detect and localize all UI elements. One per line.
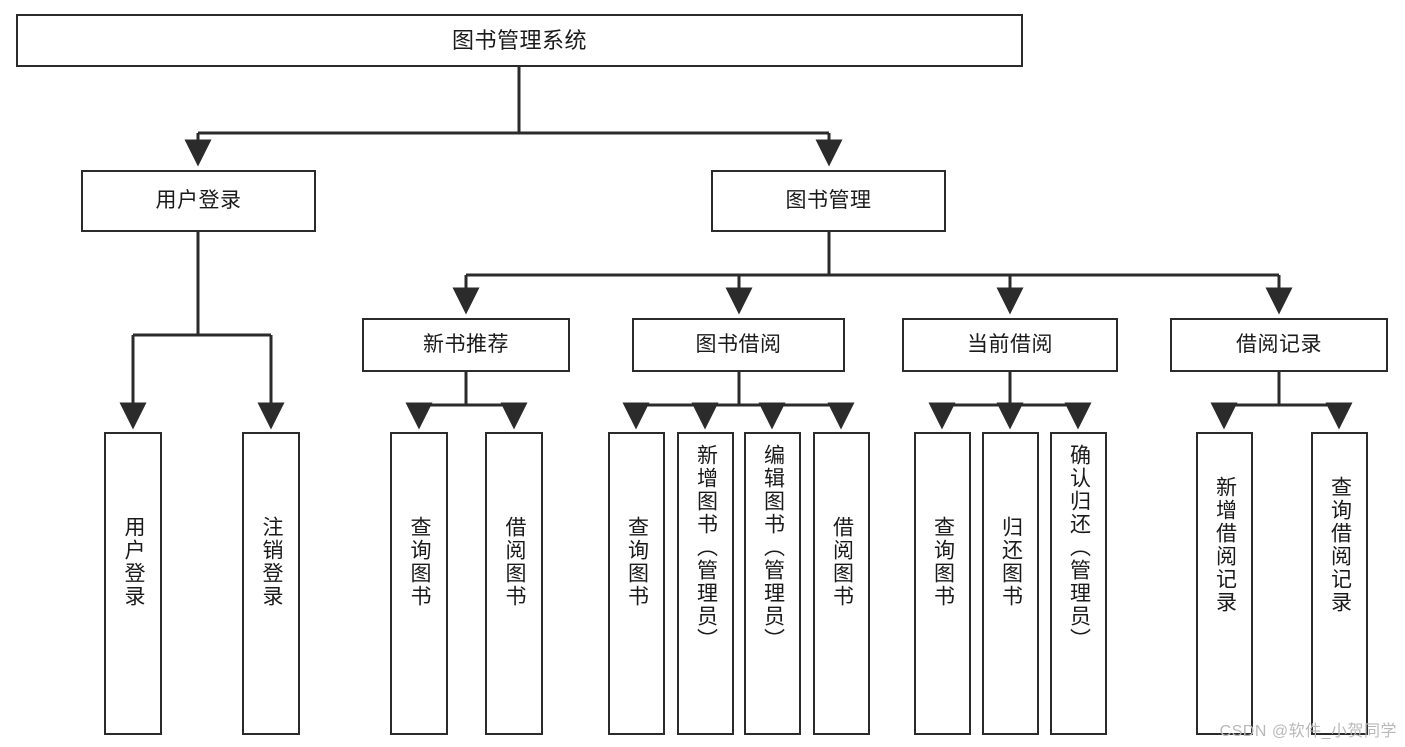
node-label: 查询图书 (625, 516, 649, 608)
leaf-query-borrow-record[interactable]: 查询借阅记录 (1311, 432, 1368, 735)
node-user-login[interactable]: 用户登录 (81, 170, 316, 232)
leaf-user-logout[interactable]: 注销登录 (242, 432, 300, 735)
node-label: 查询图书 (408, 516, 432, 608)
node-new-book-recommend[interactable]: 新书推荐 (362, 318, 570, 372)
node-label: 借阅图书 (830, 516, 854, 608)
node-label: 借阅记录 (1236, 332, 1322, 356)
node-label: 图书管理系统 (451, 27, 587, 53)
csdn-watermark: CSDN @软件_小贺同学 (1219, 723, 1397, 740)
node-label: 新书推荐 (423, 332, 509, 356)
leaf-return-book[interactable]: 归还图书 (982, 432, 1039, 735)
node-borrow-record[interactable]: 借阅记录 (1170, 318, 1388, 372)
node-label: 确认归还（管理员） (1067, 444, 1091, 651)
node-label: 注销登录 (260, 516, 284, 608)
node-label: 用户登录 (122, 516, 146, 608)
node-label: 编辑图书（管理员） (761, 444, 785, 651)
leaf-borrow-book-recommend[interactable]: 借阅图书 (485, 432, 543, 735)
node-label: 查询图书 (931, 516, 955, 608)
leaf-query-book-recommend[interactable]: 查询图书 (390, 432, 448, 735)
leaf-add-borrow-record[interactable]: 新增借阅记录 (1196, 432, 1253, 735)
node-root-system[interactable]: 图书管理系统 (16, 14, 1023, 67)
leaf-edit-book-admin[interactable]: 编辑图书（管理员） (744, 432, 801, 735)
node-label: 图书管理 (785, 188, 872, 212)
node-label: 新增借阅记录 (1213, 476, 1237, 614)
leaf-query-book-borrow[interactable]: 查询图书 (608, 432, 665, 735)
node-label: 借阅图书 (503, 516, 527, 608)
leaf-add-book-admin[interactable]: 新增图书（管理员） (677, 432, 734, 735)
leaf-user-login[interactable]: 用户登录 (104, 432, 162, 735)
node-label: 查询借阅记录 (1328, 476, 1352, 614)
node-label: 用户登录 (155, 188, 242, 212)
node-current-borrow[interactable]: 当前借阅 (902, 318, 1118, 372)
node-label: 当前借阅 (967, 332, 1053, 356)
node-label: 归还图书 (999, 516, 1023, 608)
leaf-borrow-book[interactable]: 借阅图书 (813, 432, 870, 735)
node-label: 图书借阅 (695, 332, 782, 356)
leaf-confirm-return-admin[interactable]: 确认归还（管理员） (1050, 432, 1107, 735)
leaf-query-book-current[interactable]: 查询图书 (914, 432, 971, 735)
node-book-borrow[interactable]: 图书借阅 (632, 318, 845, 372)
node-book-manage[interactable]: 图书管理 (711, 170, 946, 232)
node-label: 新增图书（管理员） (694, 444, 718, 651)
